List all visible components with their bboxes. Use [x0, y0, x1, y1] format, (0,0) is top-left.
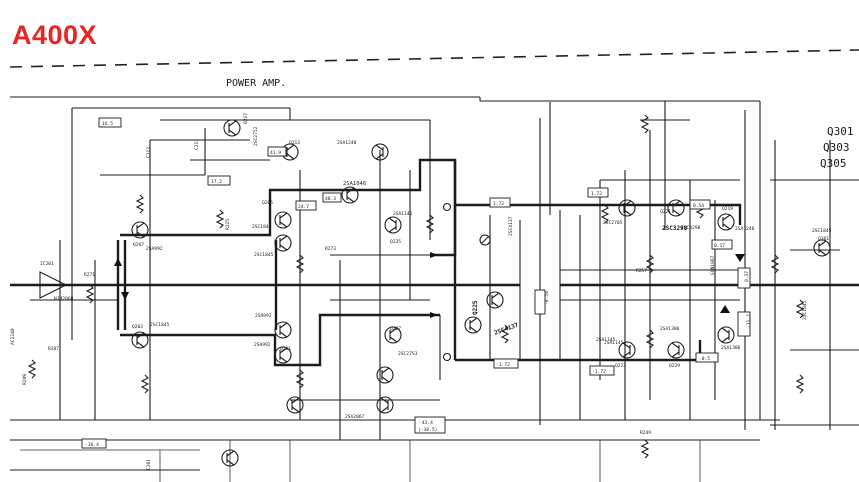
svg-text:Q303: Q303	[823, 141, 850, 154]
svg-text:-11.2: -11.2	[746, 314, 752, 328]
svg-text:C201: C201	[146, 459, 152, 470]
svg-text:C213: C213	[146, 147, 152, 158]
svg-text:Q227: Q227	[390, 326, 401, 332]
svg-text:ECN1067: ECN1067	[710, 255, 716, 275]
svg-text:2SC2752: 2SC2752	[253, 126, 259, 146]
svg-text:R271: R271	[84, 272, 95, 278]
svg-text:0.54: 0.54	[693, 203, 704, 209]
part-labels: 2SA1046 2SA2067 2SC1845 2SA992 2SC2705 2…	[10, 139, 808, 470]
svg-text:Q205: Q205	[262, 200, 273, 206]
svg-text:2SA1240: 2SA1240	[735, 226, 755, 232]
svg-text:-0.54: -0.54	[544, 291, 550, 305]
svg-text:R207: R207	[48, 346, 59, 352]
svg-text:Q301: Q301	[818, 236, 829, 242]
svg-text:0.17: 0.17	[714, 243, 725, 249]
right-references: Q301 Q303 Q305	[820, 125, 854, 170]
svg-text:2SA992: 2SA992	[255, 313, 272, 319]
svg-text:NJM2068: NJM2068	[54, 296, 74, 302]
svg-text:-16.4: -16.4	[85, 442, 99, 448]
model-title: A400X	[12, 20, 98, 50]
svg-text:2SC2753: 2SC2753	[398, 351, 418, 357]
section-title: POWER AMP.	[226, 78, 286, 89]
svg-text:Q207: Q207	[133, 242, 144, 248]
svg-text:2SA992: 2SA992	[254, 342, 271, 348]
svg-text:17.2: 17.2	[211, 179, 222, 185]
diode-symbols	[114, 202, 745, 362]
svg-text:R209: R209	[22, 374, 28, 385]
svg-text:R249: R249	[640, 430, 651, 436]
aux-wiring	[20, 128, 859, 482]
svg-text:-1.72: -1.72	[592, 369, 606, 375]
svg-text:41.9: 41.9	[270, 150, 281, 156]
svg-text:Q223: Q223	[615, 363, 626, 369]
svg-text:2SC2705: 2SC2705	[603, 220, 623, 226]
svg-text:2SC1845: 2SC1845	[254, 252, 274, 258]
svg-text:IC201: IC201	[40, 261, 54, 267]
svg-text:2SC1845: 2SC1845	[150, 322, 170, 328]
svg-text:1.72: 1.72	[591, 191, 602, 197]
svg-text:Q217: Q217	[243, 113, 249, 124]
svg-text:2SC3298: 2SC3298	[662, 225, 688, 232]
svg-text:0.37: 0.37	[744, 271, 750, 282]
svg-text:2SC4137: 2SC4137	[508, 216, 514, 236]
svg-text:-43.4: -43.4	[419, 420, 433, 426]
svg-text:Q203: Q203	[132, 324, 143, 330]
svg-text:Q221: Q221	[660, 209, 671, 215]
svg-text:2SA992: 2SA992	[146, 246, 163, 252]
svg-text:2SA1240: 2SA1240	[337, 140, 357, 146]
svg-text:C217: C217	[194, 139, 200, 150]
signal-path	[10, 158, 859, 367]
svg-text:2SC1845: 2SC1845	[252, 224, 272, 230]
svg-text:2SC1845: 2SC1845	[812, 228, 832, 234]
svg-text:Q305: Q305	[820, 157, 847, 170]
svg-text:R257: R257	[636, 268, 647, 274]
svg-text:40.3: 40.3	[325, 196, 336, 202]
section-boundary	[9, 49, 859, 68]
supply-rails	[10, 96, 859, 471]
svg-text:Q219: Q219	[722, 206, 733, 212]
svg-text:1.72: 1.72	[493, 201, 504, 207]
svg-text:Q211: Q211	[280, 346, 291, 352]
svg-text:AC1240: AC1240	[10, 328, 16, 345]
svg-text:2SA1306: 2SA1306	[660, 326, 680, 332]
svg-text:24.7: 24.7	[298, 204, 309, 210]
resistor-symbols	[27, 114, 805, 459]
svg-text:Q213: Q213	[289, 140, 300, 146]
svg-text:R273: R273	[325, 246, 336, 252]
transistor-symbols	[131, 119, 831, 467]
svg-text:Q301: Q301	[827, 125, 854, 138]
svg-text:R225: R225	[225, 219, 231, 230]
svg-text:2SA1046: 2SA1046	[343, 181, 366, 187]
svg-text:2SC3298: 2SC3298	[681, 225, 701, 231]
svg-text:16.5: 16.5	[102, 121, 113, 127]
svg-text:Q229: Q229	[669, 363, 680, 369]
svg-text:Q225: Q225	[472, 300, 479, 315]
svg-text:-0.5: -0.5	[699, 356, 710, 362]
svg-text:2SA1145: 2SA1145	[393, 211, 413, 217]
svg-text:2SC1845: 2SC1845	[802, 300, 808, 320]
svg-text:-1.72: -1.72	[496, 362, 510, 368]
svg-text:2SA1145: 2SA1145	[604, 340, 624, 346]
voltage-readouts: 16.5 17.2 41.9 24.7 40.3 1.72 1.72 0.54 …	[81, 117, 752, 449]
svg-text:2SA1145: 2SA1145	[596, 337, 616, 343]
svg-text:2SA2067: 2SA2067	[345, 414, 365, 420]
svg-text:2SA1306: 2SA1306	[721, 345, 741, 351]
svg-text:Q235: Q235	[390, 239, 401, 245]
svg-text:(-38.5): (-38.5)	[418, 427, 437, 433]
op-amp-ic201: IC201 NJM2068	[39, 261, 74, 302]
